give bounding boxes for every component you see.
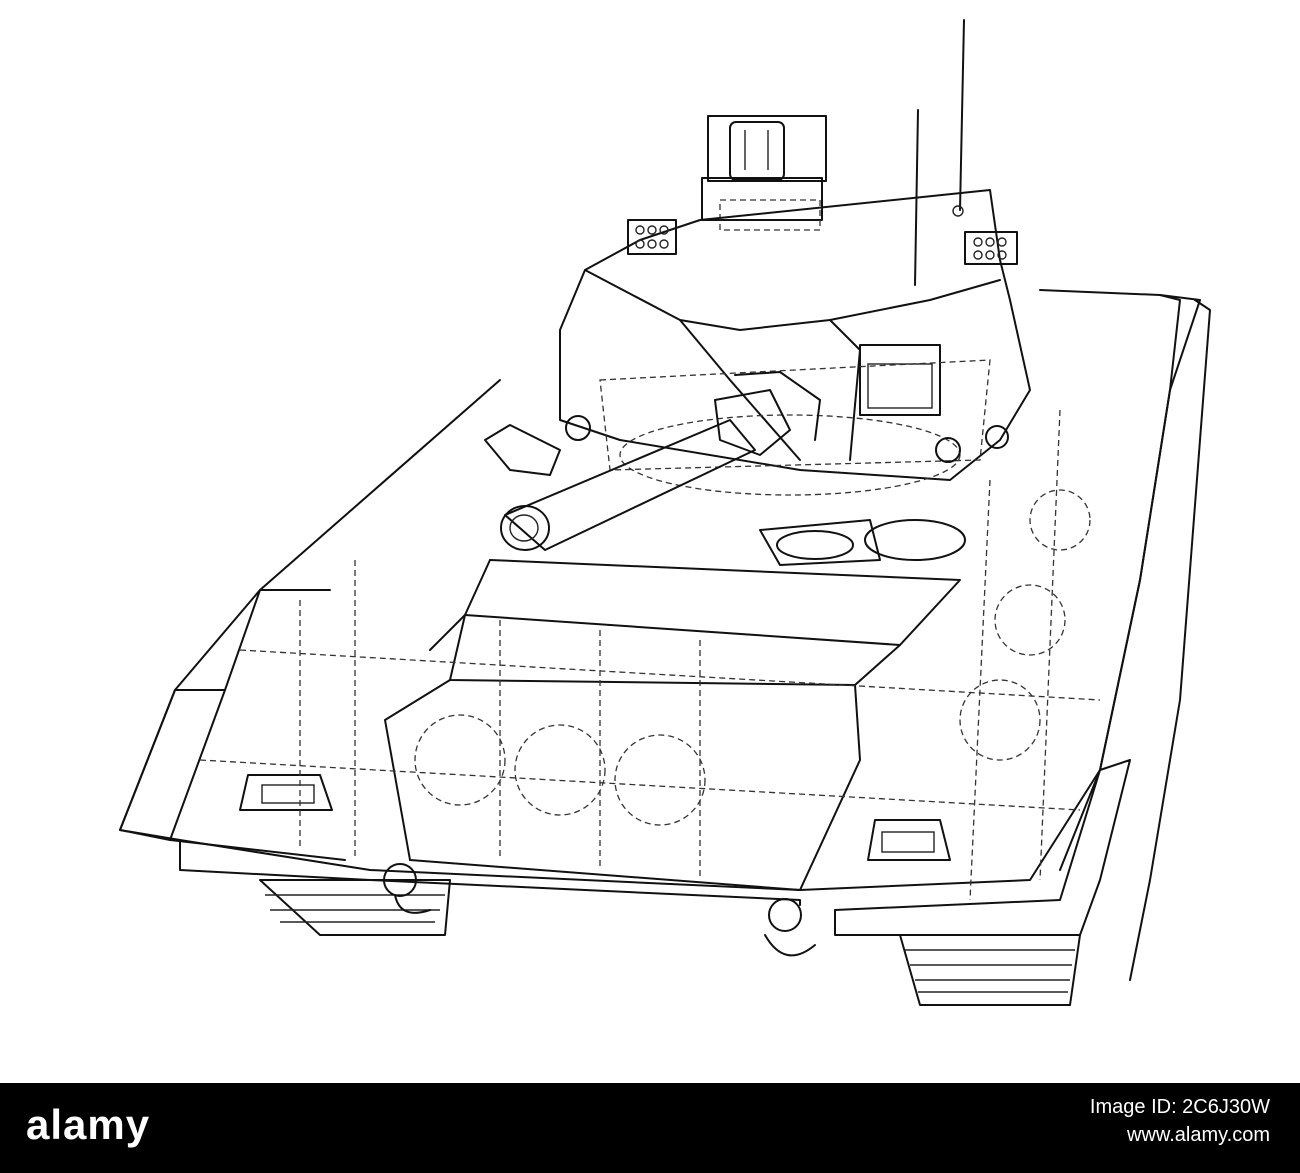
turret xyxy=(559,189,1031,496)
antennas xyxy=(914,19,965,286)
headlight-left xyxy=(239,774,333,811)
tank-wireframe-svg xyxy=(119,19,1211,1006)
smoke-launcher-right xyxy=(964,231,1018,265)
main-gun xyxy=(484,371,821,551)
footer-bar: alamy Image ID: 2C6J30W www.alamy.com xyxy=(0,1083,1300,1173)
site-url: www.alamy.com xyxy=(1127,1124,1270,1146)
commander-sight xyxy=(701,115,827,231)
image-id-block: Image ID: 2C6J30W www.alamy.com xyxy=(1090,1093,1270,1149)
hull xyxy=(119,289,1211,981)
tank-wireframe-illustration xyxy=(119,19,1211,1006)
image-id-label: Image ID: 2C6J30W xyxy=(1089,1096,1270,1118)
tracks xyxy=(259,863,1081,1006)
smoke-launcher-left xyxy=(627,219,677,255)
brand-logo: alamy xyxy=(26,1101,151,1148)
headlight-right xyxy=(867,819,951,861)
